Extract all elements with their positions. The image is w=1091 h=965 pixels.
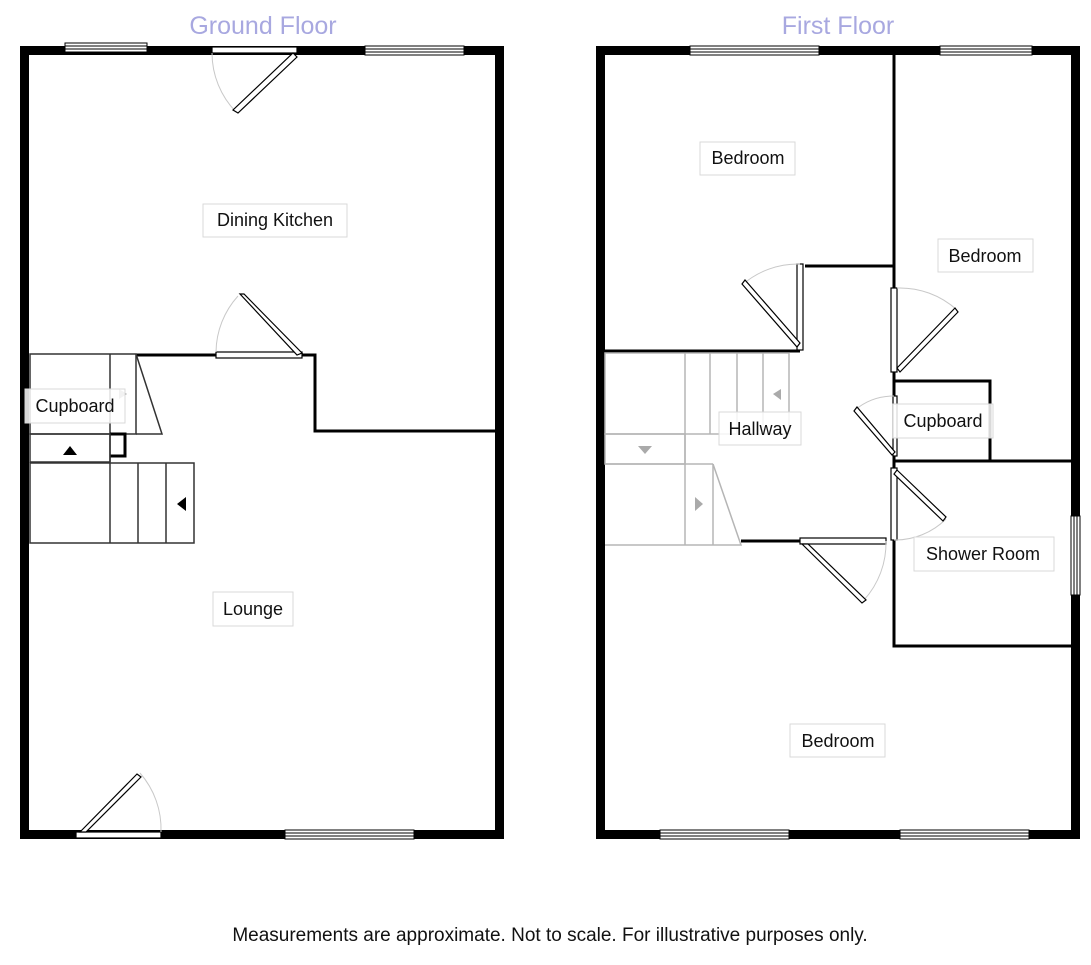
svg-text:Hallway: Hallway	[728, 419, 791, 439]
ground-floor: Ground Floor	[20, 12, 504, 840]
stair-right-arrow	[695, 497, 703, 511]
room-label-cupboard: Cupboard	[24, 388, 126, 424]
room-label-lounge: Lounge	[212, 591, 294, 627]
door	[890, 287, 959, 373]
door	[211, 46, 298, 114]
window	[659, 829, 790, 840]
wall-bottom	[20, 830, 504, 839]
stair-down-arrow	[638, 446, 652, 454]
disclaimer-text: Measurements are approximate. Not to sca…	[232, 925, 868, 946]
room-label-cupboard: Cupboard	[892, 403, 994, 439]
exterior-walls	[20, 46, 504, 839]
door	[890, 467, 947, 541]
stair-up-arrow	[63, 446, 77, 455]
wall-left	[596, 46, 605, 839]
stair-left-arrow	[177, 497, 186, 511]
stair-left-arrow	[773, 389, 781, 400]
room-label-bedroom: Bedroom	[789, 723, 886, 758]
room-label-shower-room: Shower Room	[913, 536, 1055, 572]
interior-wall	[892, 538, 1074, 648]
wall-right	[495, 46, 504, 839]
door	[741, 263, 804, 351]
svg-text:Cupboard: Cupboard	[903, 411, 982, 431]
svg-text:Cupboard: Cupboard	[35, 396, 114, 416]
window	[364, 45, 465, 56]
room-label-bedroom: Bedroom	[699, 141, 796, 176]
svg-text:Bedroom: Bedroom	[801, 731, 874, 751]
floor-title-first: First Floor	[782, 12, 895, 40]
svg-text:Bedroom: Bedroom	[711, 148, 784, 168]
first-floor: First Floor	[596, 12, 1081, 840]
wall-bottom	[596, 830, 1080, 839]
door	[853, 395, 898, 457]
wall-right	[1071, 46, 1080, 839]
wall-top	[596, 46, 1080, 55]
room-label-dining-kitchen: Dining Kitchen	[202, 203, 348, 238]
svg-text:Dining Kitchen: Dining Kitchen	[217, 210, 333, 230]
window	[284, 829, 415, 840]
door	[215, 293, 304, 359]
window	[689, 45, 820, 56]
svg-text:Bedroom: Bedroom	[948, 246, 1021, 266]
staircase	[29, 353, 195, 544]
interior-wall	[301, 353, 498, 433]
svg-text:Shower Room: Shower Room	[926, 544, 1040, 564]
window	[1070, 515, 1081, 596]
door	[799, 537, 887, 604]
svg-text:Lounge: Lounge	[223, 599, 283, 619]
door	[75, 772, 162, 839]
exterior-walls	[596, 46, 1080, 839]
floor-title-ground: Ground Floor	[189, 12, 336, 40]
window	[939, 45, 1033, 56]
wall-left	[20, 46, 29, 839]
room-label-bedroom: Bedroom	[937, 238, 1034, 273]
room-label-hallway: Hallway	[718, 411, 802, 446]
window	[64, 42, 148, 53]
staircase	[604, 352, 790, 546]
window	[899, 829, 1030, 840]
